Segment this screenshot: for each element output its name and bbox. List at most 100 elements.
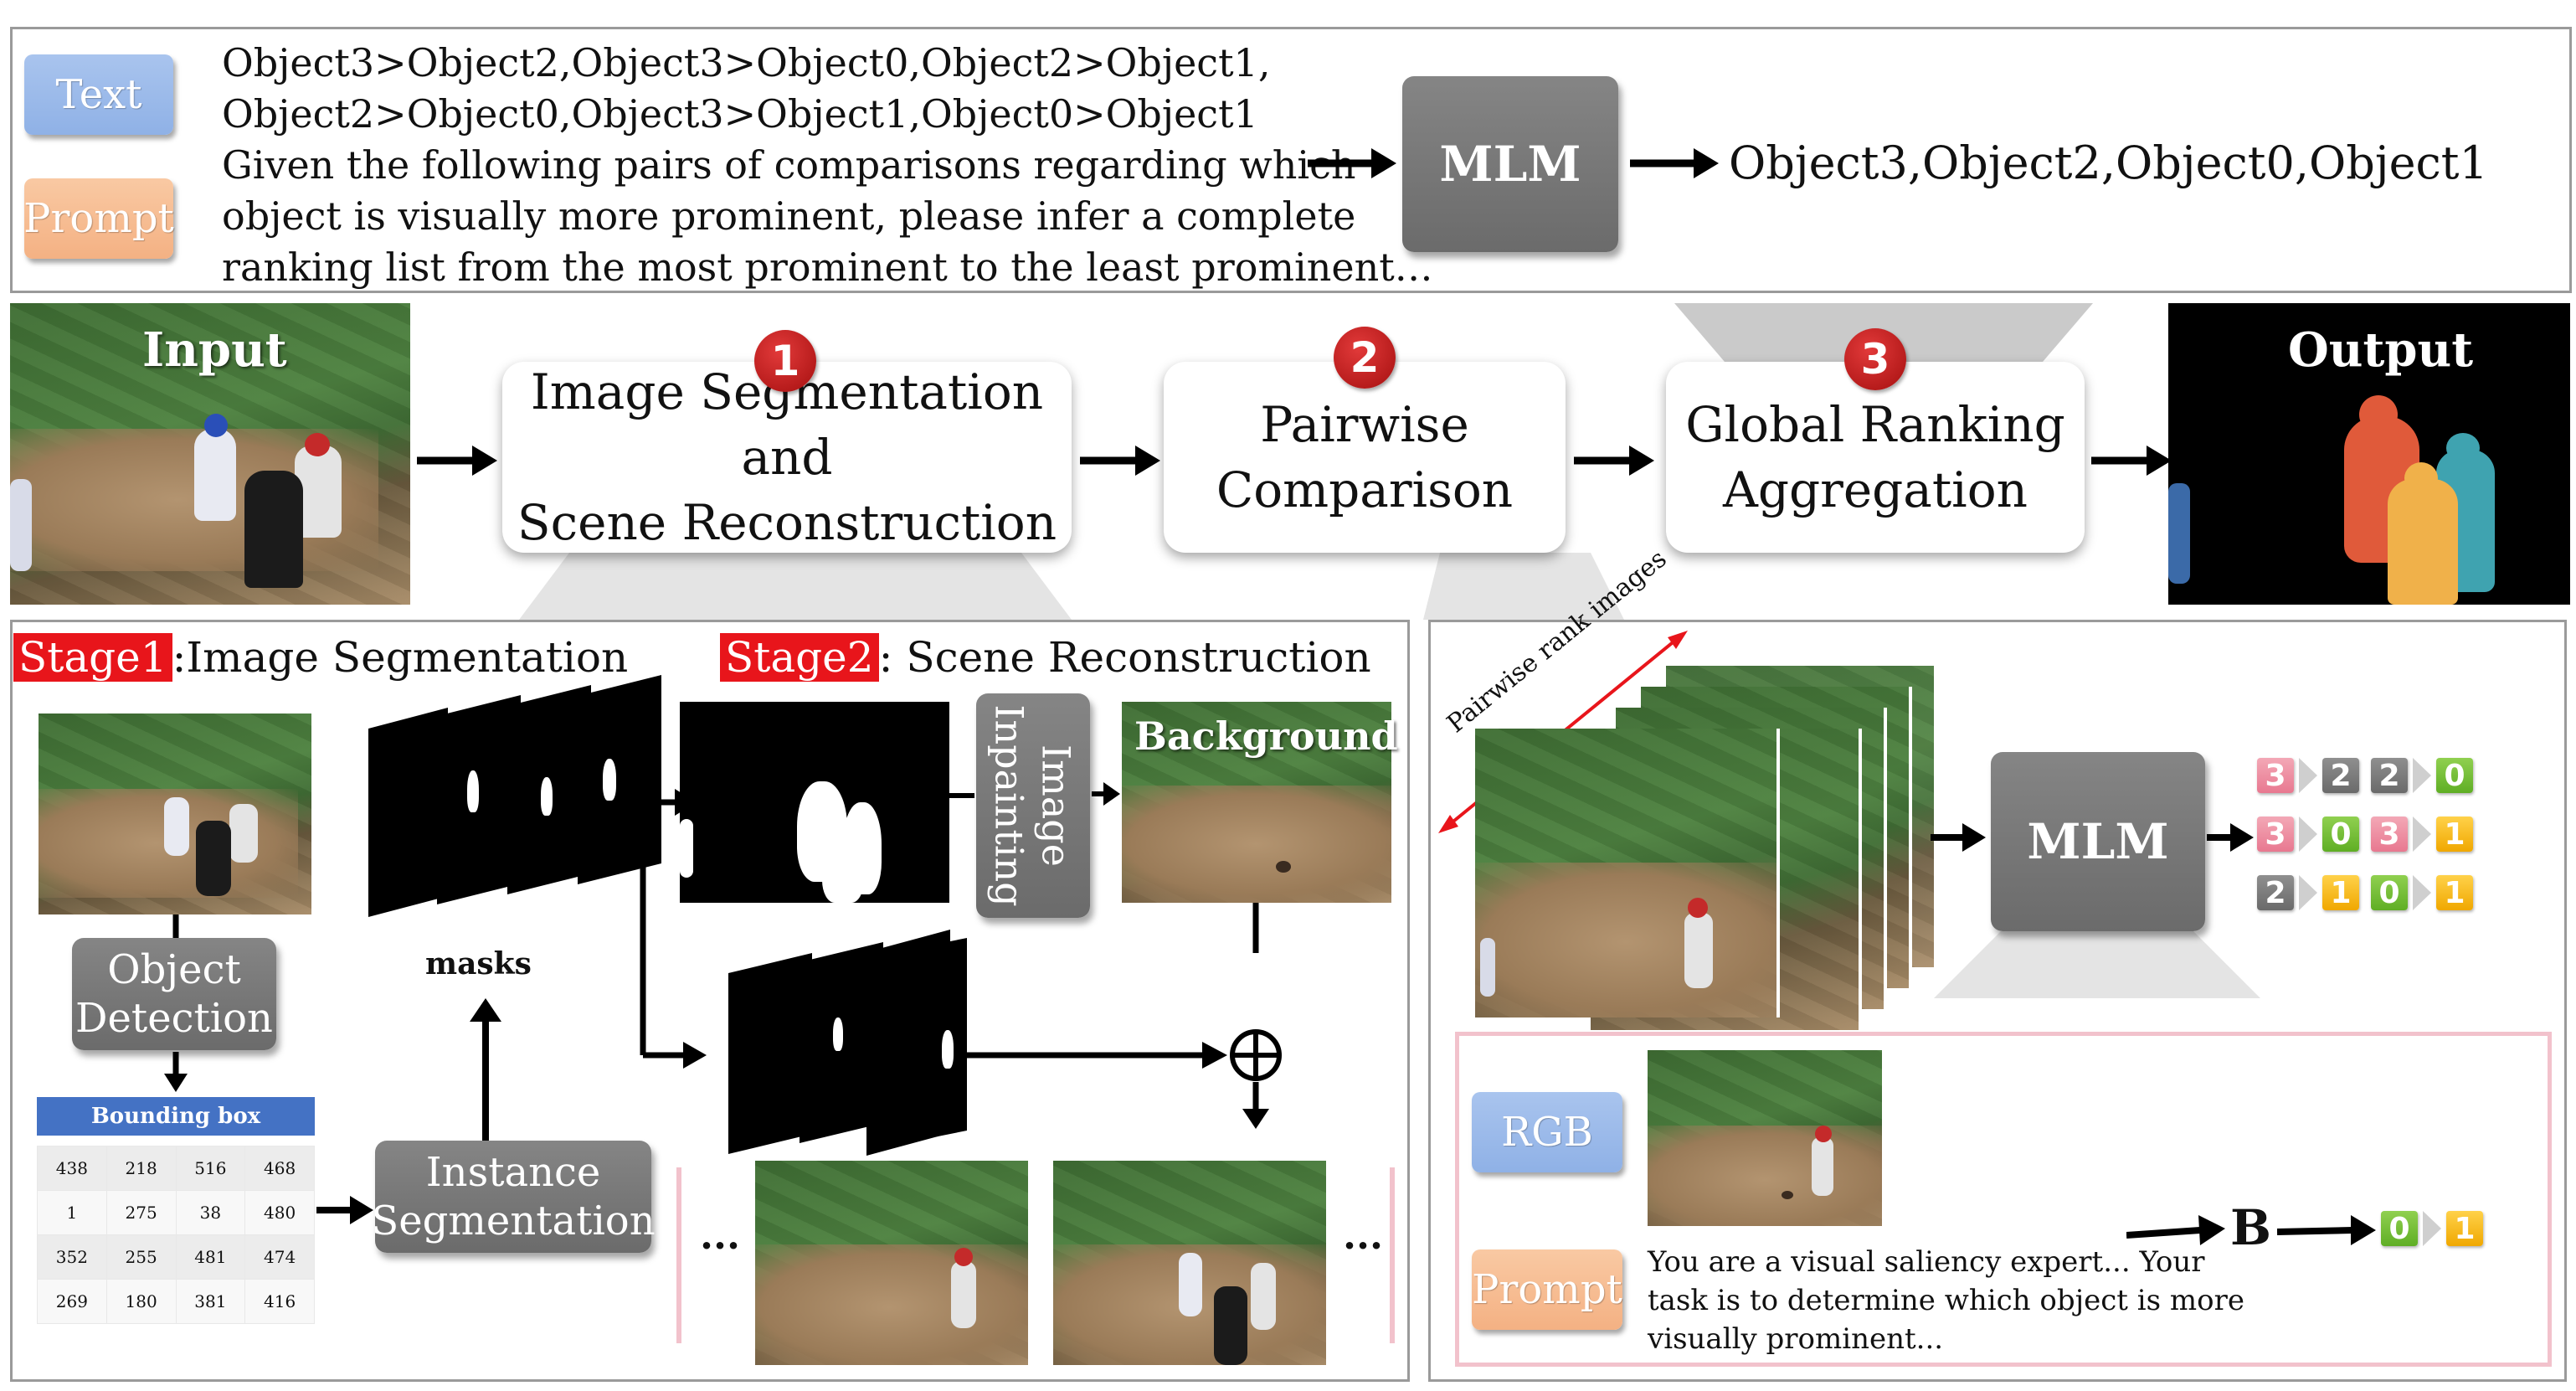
arrow-input-to-step1 <box>417 446 497 476</box>
arrow-down-to-detection <box>172 914 179 940</box>
bottom-prompt-line: You are a visual saliency expert... Your <box>1648 1245 2205 1279</box>
step1-line: Scene Reconstruction <box>517 494 1057 551</box>
rgb-image <box>1648 1050 1882 1226</box>
bottom-prompt-text: You are a visual saliency expert... Your… <box>1648 1243 2244 1358</box>
prompt-line: ranking list from the most prominent to … <box>222 245 1433 290</box>
mask-3 <box>507 685 591 894</box>
inpainting-line: Inpainting <box>987 704 1032 907</box>
step3-number: 3 <box>1844 328 1906 390</box>
detection-line: Detection <box>75 995 273 1042</box>
silhouette-yellow <box>2388 479 2458 605</box>
bbox-cell: 218 <box>105 1146 177 1191</box>
step1-number: 1 <box>754 330 816 392</box>
detection-line: Object <box>107 946 241 993</box>
bbox-cell: 480 <box>244 1190 315 1235</box>
rank-badge: 2 <box>2322 758 2359 793</box>
arrow-inpaint-to-background <box>1092 782 1120 806</box>
arrow-down-to-bbox <box>164 1052 188 1092</box>
bbox-cell: 352 <box>37 1234 107 1280</box>
step2-shadow <box>1423 553 1624 620</box>
rank-badge: 2 <box>2371 758 2408 793</box>
rank-badge: 3 <box>2257 817 2294 852</box>
rank-badge: 2 <box>2257 875 2294 910</box>
text-tag: Text <box>24 54 173 135</box>
arrow-to-mlm <box>1308 148 1396 178</box>
bbox-cell: 1 <box>37 1190 107 1235</box>
step3-line: Global Ranking <box>1685 396 2065 453</box>
reconstructed-image-1 <box>755 1161 1028 1365</box>
prompt-line: Given the following pairs of comparisons… <box>222 142 1356 188</box>
mask-2 <box>437 695 521 904</box>
sum-icon <box>1230 1029 1282 1081</box>
arrow-prompt-to-b <box>2126 1215 2225 1245</box>
bbox-cell: 474 <box>244 1234 315 1280</box>
rank-badge: 1 <box>2436 875 2473 910</box>
pink-bracket-right <box>1390 1167 1395 1343</box>
pink-bracket-left <box>676 1167 681 1343</box>
comparison-mlm-box: MLM <box>1991 752 2205 931</box>
step1-shadow <box>519 553 1072 620</box>
bbox-cell: 381 <box>175 1279 246 1324</box>
stage1-heading: Stage1:Image Segmentation <box>13 633 628 682</box>
background-image <box>1122 702 1391 903</box>
rank-badge: 0 <box>2436 758 2473 793</box>
ellipsis-left: ... <box>700 1213 741 1258</box>
rank-badge: 1 <box>2436 817 2473 852</box>
input-image <box>10 303 410 605</box>
bbox-cell: 481 <box>175 1234 246 1280</box>
arrow-b-to-result <box>2277 1215 2376 1245</box>
arrow-up-to-masks <box>470 998 501 1141</box>
prompt-tag: Prompt <box>23 178 174 259</box>
bbox-cell: 275 <box>105 1190 177 1235</box>
mask-4 <box>578 675 661 884</box>
stage2-heading: Stage2: Scene Reconstruction <box>720 633 1371 682</box>
arrow-step3-to-output <box>2091 446 2172 476</box>
bottom-prompt-line: task is to determine which object is mor… <box>1648 1284 2244 1317</box>
output-label: Output <box>2288 322 2474 378</box>
prompt-tag-bottom: Prompt <box>1472 1249 1622 1330</box>
top-panel: Text Prompt Object3>Object2,Object3>Obje… <box>10 27 2572 293</box>
bbox-cell: 180 <box>105 1279 177 1324</box>
comparison-text: Object3>Object2,Object3>Object0,Object2>… <box>222 38 1433 293</box>
bbox-cell: 38 <box>175 1190 246 1235</box>
comparison-line: Object3>Object2,Object3>Object0,Object2>… <box>222 40 1271 85</box>
top-mlm-box: MLM <box>1402 76 1618 252</box>
step2-number: 2 <box>1334 327 1396 389</box>
prompt-detail-box <box>1455 1032 2552 1367</box>
mlm-shadow <box>1934 931 2260 998</box>
bbox-cell: 438 <box>37 1146 107 1191</box>
prompt-line: object is visually more prominent, pleas… <box>222 193 1356 239</box>
arrow-bbox-to-instance <box>316 1196 373 1224</box>
b-label: B <box>2230 1199 2272 1256</box>
bbox-cell: 416 <box>244 1279 315 1324</box>
instance-mask-4 <box>883 938 967 1147</box>
comparison-line: Object2>Object0,Object3>Object1,Object0>… <box>222 91 1258 137</box>
background-label: Background <box>1134 714 1398 759</box>
rank-badge: 3 <box>2257 758 2294 793</box>
masks-label: masks <box>425 946 532 981</box>
instance-mask-1 <box>728 953 812 1154</box>
arrow-step1-to-step2 <box>1080 446 1160 476</box>
player-batter <box>194 429 236 521</box>
input-label: Input <box>142 322 287 378</box>
silhouette-blue <box>2168 483 2190 584</box>
reconstructed-image-2 <box>1053 1161 1326 1365</box>
rank-badge: 1 <box>2446 1211 2483 1246</box>
stage2-title: : Scene Reconstruction <box>878 633 1371 682</box>
rank-badge: 0 <box>2381 1211 2418 1246</box>
bbox-cell: 468 <box>244 1146 315 1191</box>
rgb-tag: RGB <box>1472 1092 1622 1172</box>
output-image <box>2168 303 2570 605</box>
rank-badge: 0 <box>2322 817 2359 852</box>
step2-line: Pairwise <box>1260 396 1469 453</box>
